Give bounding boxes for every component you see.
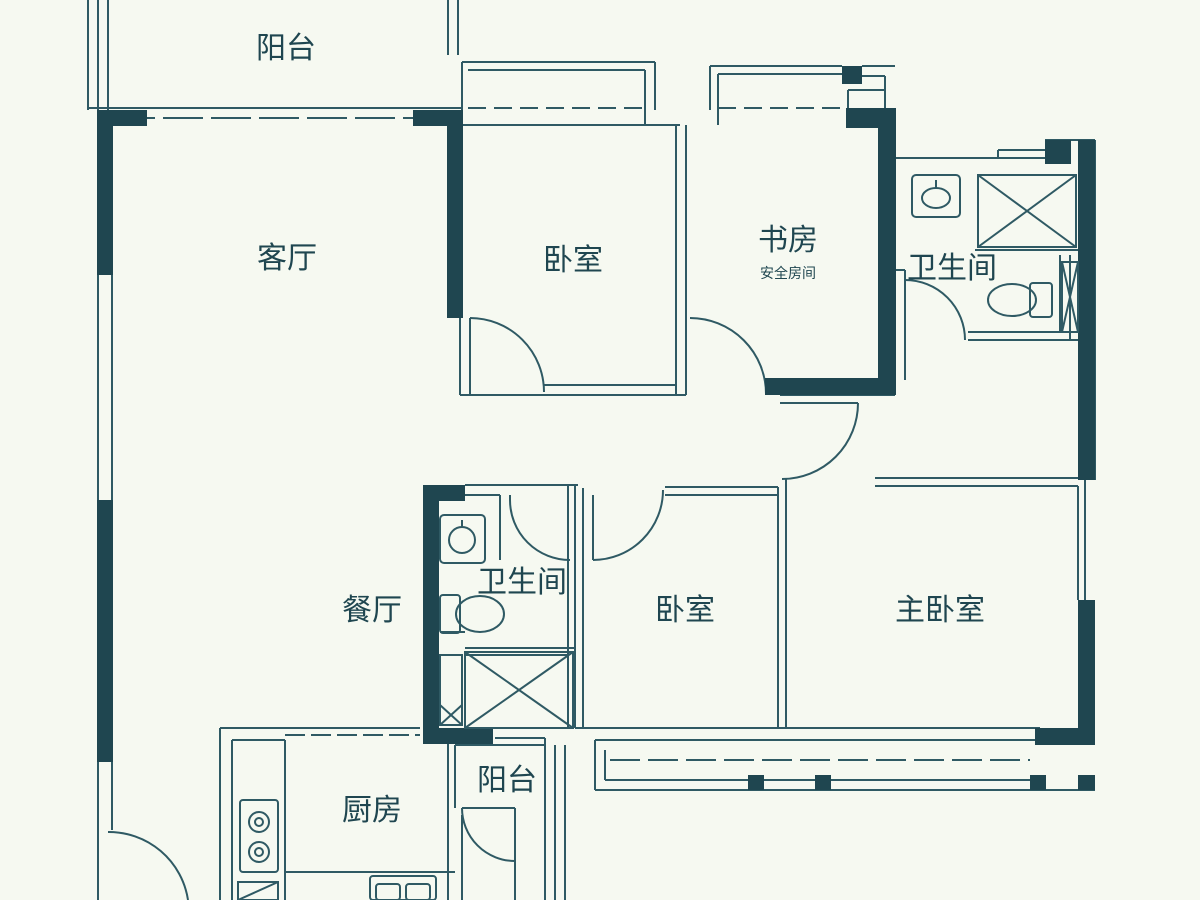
shower-icon <box>1061 261 1079 333</box>
sink-icon <box>911 174 961 218</box>
room-labels: 阳台 客厅 卧室 书房 安全房间 卫生间 餐厅 卫生间 卧室 主卧室 厨房 阳台 <box>256 31 997 828</box>
toilet-icon <box>439 594 505 634</box>
room-label-bathroom-center: 卫生间 <box>477 565 567 600</box>
shower-icon <box>439 651 574 729</box>
room-label-living-room: 客厅 <box>257 241 317 276</box>
room-label-balcony-small: 阳台 <box>477 763 537 798</box>
room-label-study: 书房 <box>758 223 818 258</box>
stove-icon <box>239 799 279 873</box>
room-label-master-bedroom: 主卧室 <box>895 593 985 628</box>
door-swings <box>107 279 966 900</box>
room-label-bedroom-north: 卧室 <box>543 243 603 278</box>
room-label-bathroom-east: 卫生间 <box>907 251 997 286</box>
room-label-bedroom-south: 卧室 <box>655 593 715 628</box>
room-label-study-note: 安全房间 <box>760 265 816 282</box>
kitchen-sink-icon <box>237 875 437 900</box>
sink-icon <box>439 514 486 564</box>
room-label-kitchen: 厨房 <box>342 793 402 828</box>
shower-icon <box>977 174 1077 248</box>
room-label-balcony-top: 阳台 <box>256 31 316 66</box>
room-label-dining-room: 餐厅 <box>342 593 402 628</box>
thick-walls <box>97 66 1095 790</box>
toilet-icon <box>987 282 1053 318</box>
